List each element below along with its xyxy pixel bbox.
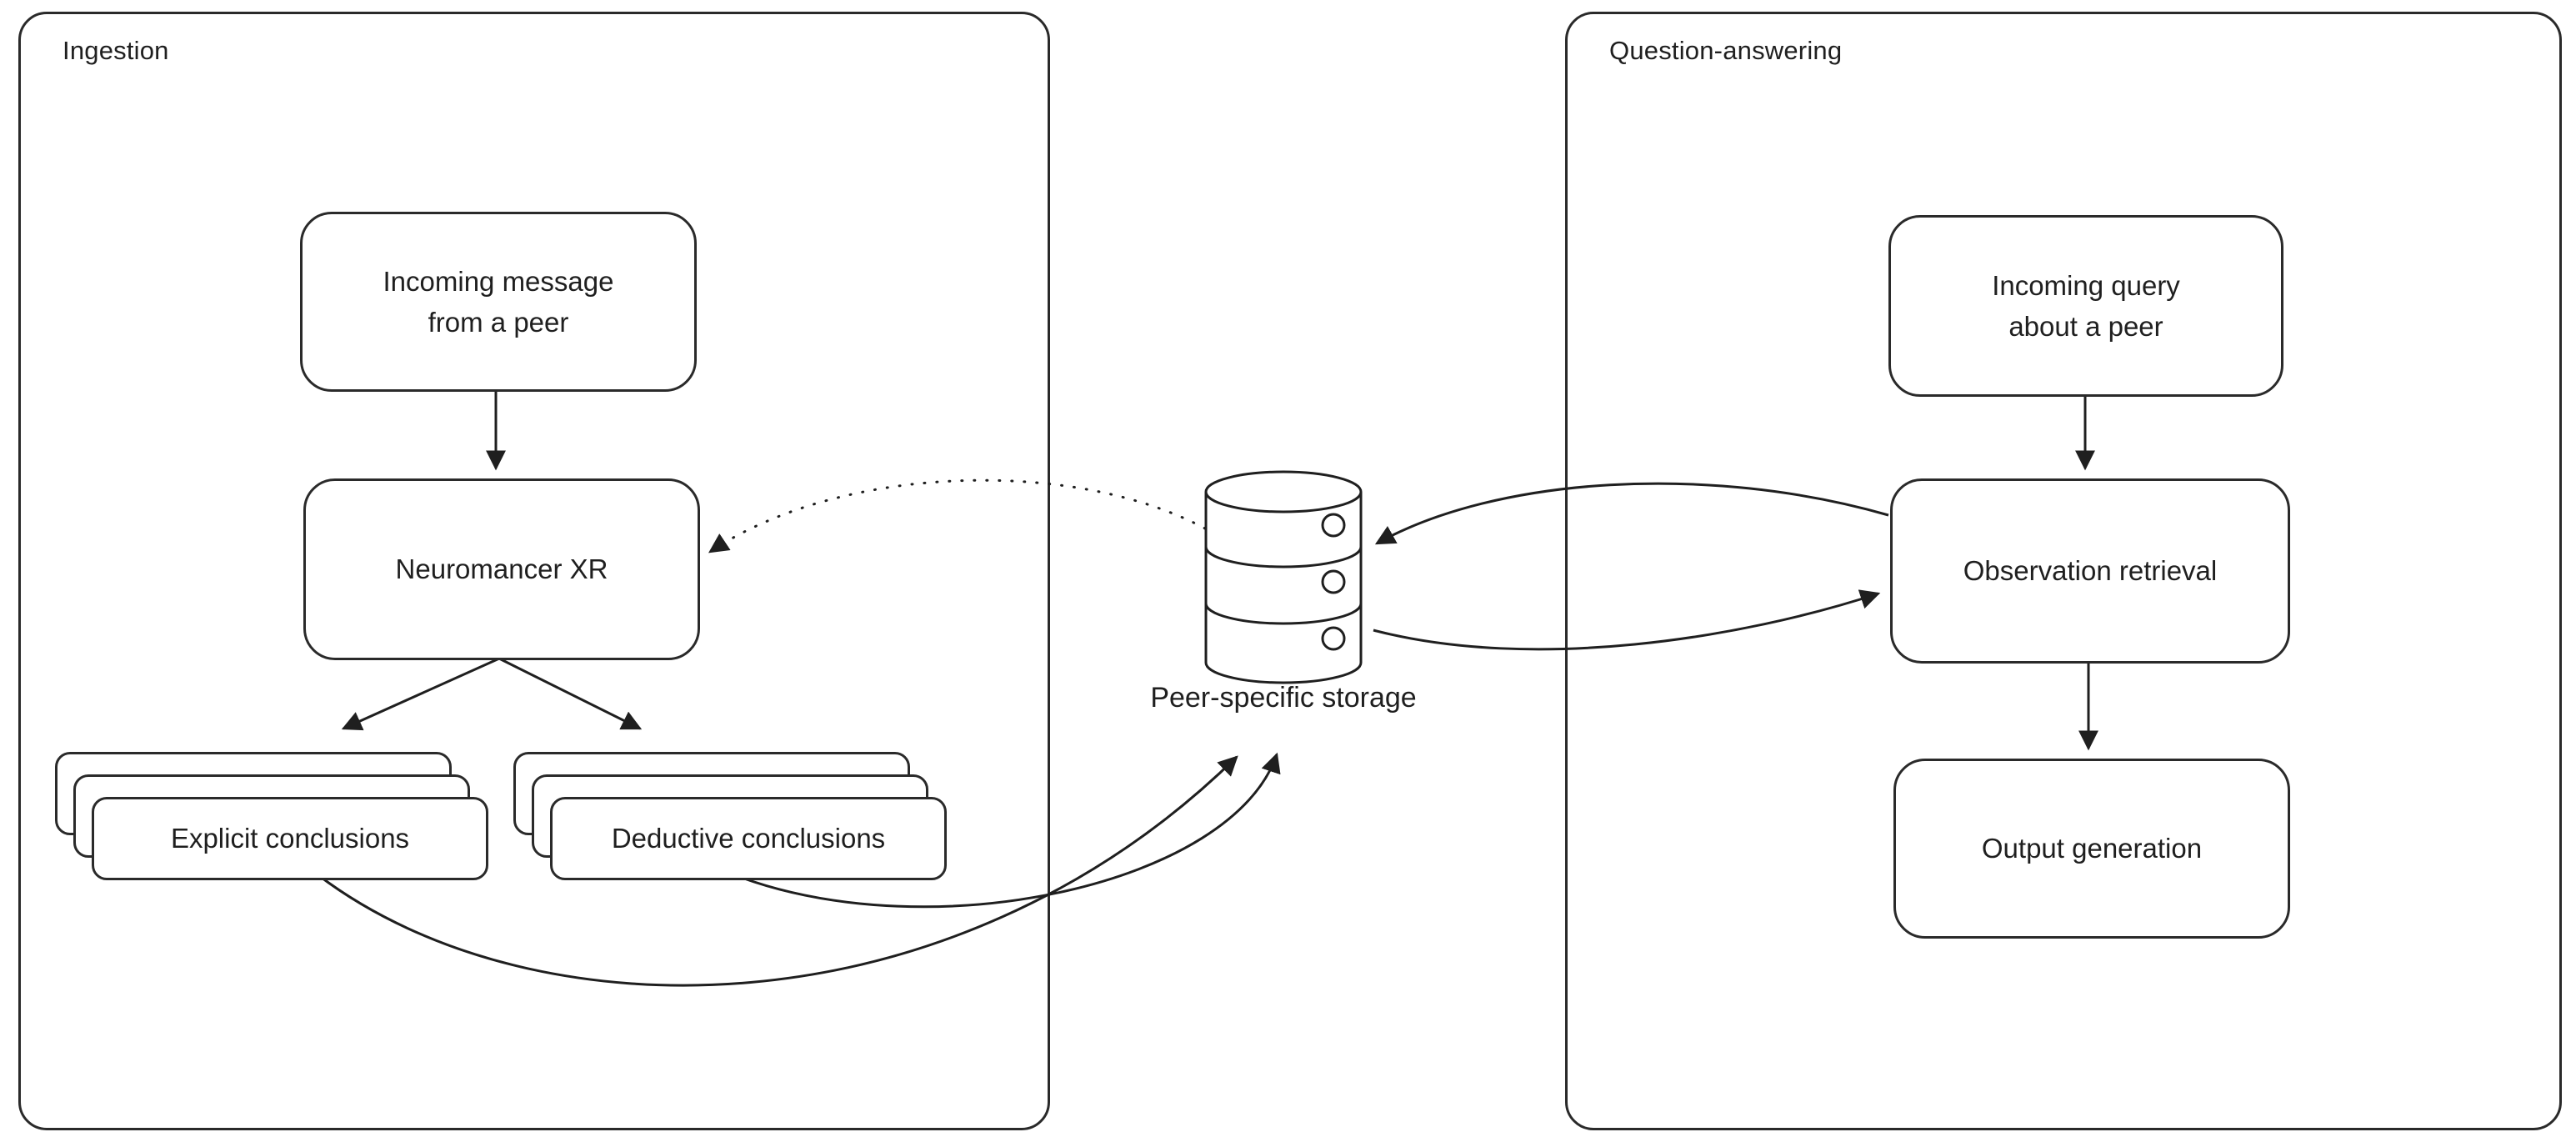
ingestion-group-label: Ingestion [63, 36, 169, 65]
node-observation-retrieval-label: Observation retrieval [1963, 555, 2218, 587]
node-incoming-message-line2: from a peer [428, 307, 569, 338]
node-incoming-query: Incoming query about a peer [1888, 215, 2283, 397]
question-answering-group: Question-answering [1565, 12, 2562, 1130]
storage-label: Peer-specific storage [1150, 682, 1417, 714]
node-incoming-query-line1: Incoming query [1992, 269, 2180, 301]
node-deductive-conclusions-label: Deductive conclusions [611, 823, 886, 854]
question-answering-group-label: Question-answering [1609, 36, 1843, 65]
node-output-generation: Output generation [1893, 759, 2290, 939]
node-neuromancer-label: Neuromancer XR [395, 553, 608, 585]
node-observation-retrieval: Observation retrieval [1890, 478, 2290, 664]
node-explicit-conclusions: Explicit conclusions [92, 797, 488, 880]
node-incoming-message-line1: Incoming message [383, 265, 614, 297]
node-neuromancer: Neuromancer XR [303, 478, 700, 660]
node-deductive-conclusions: Deductive conclusions [550, 797, 947, 880]
ingestion-group: Ingestion [18, 12, 1050, 1130]
node-output-generation-label: Output generation [1981, 833, 2203, 864]
database-icon [1204, 470, 1363, 684]
node-incoming-message: Incoming message from a peer [300, 212, 697, 392]
node-explicit-conclusions-label: Explicit conclusions [170, 823, 410, 854]
node-incoming-query-line2: about a peer [2008, 311, 2163, 342]
